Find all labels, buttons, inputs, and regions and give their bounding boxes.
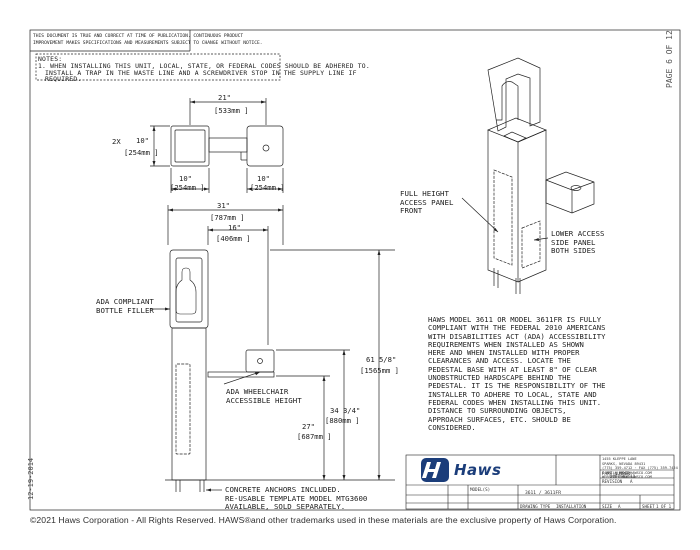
dim-overall-width-mm: [787mm ] — [210, 213, 245, 222]
dim-bottom-right: 10" — [257, 174, 270, 183]
haws-logo-text: Haws — [454, 461, 502, 479]
callout-wheelchair-height: ADA WHEELCHAIR ACCESSIBLE HEIGHT — [226, 387, 302, 405]
top-view — [150, 98, 284, 193]
sheet-value: 1 OF 1 — [656, 504, 672, 509]
notes-heading: NOTES: — [38, 55, 63, 63]
dim-bowl-offset-mm: [406mm ] — [216, 234, 251, 243]
dim-left-depth-mm: [254mm ] — [124, 148, 159, 157]
model-value: 3611 / 3611FR — [525, 491, 561, 496]
sheet-label: SHEET — [642, 504, 655, 509]
disclaimer-line-2: IMPROVEMENT MAKES SPECIFICATIONS AND MEA… — [33, 41, 263, 46]
dim-bowl-offset: 16" — [228, 223, 241, 232]
front-elevation — [150, 205, 395, 492]
dim-knee-clearance-mm: [687mm ] — [297, 432, 332, 441]
isometric-view — [461, 57, 595, 294]
compliance-paragraph: HAWS MODEL 3611 OR MODEL 3611FR IS FULLY… — [428, 315, 606, 432]
dimension-arrows — [152, 100, 539, 492]
part-number-label: PART NUMBER — [602, 471, 630, 476]
drawing-type-value: INSTALLATION — [556, 504, 587, 509]
size-label: SIZE — [602, 504, 613, 509]
dim-left-depth: 10" — [136, 136, 149, 145]
drawing-frame — [29, 29, 681, 511]
dim-left-count: 2X — [112, 137, 121, 146]
dim-overall-height-mm: [1565mm ] — [360, 366, 399, 375]
dim-knee-clearance: 27" — [302, 422, 315, 431]
copyright-footer: ©2021 Haws Corporation - All Rights Rese… — [30, 515, 617, 525]
revision-label: REVISION — [602, 479, 623, 484]
notes-line-1: 1. WHEN INSTALLING THIS UNIT, LOCAL, STA… — [38, 62, 370, 70]
callout-concrete-anchors: CONCRETE ANCHORS INCLUDED. RE-USABLE TEM… — [225, 485, 368, 512]
model-label: MODEL(S) — [470, 487, 491, 492]
notes-box — [35, 53, 281, 81]
dim-bottom-left-mm: [254mm ] — [170, 183, 205, 192]
dim-bottom-left: 10" — [179, 174, 192, 183]
callout-lower-access-panel: LOWER ACCESS SIDE PANEL BOTH SIDES — [551, 229, 605, 256]
drawing-type-label: DRAWING TYPE — [520, 504, 551, 509]
title-block-frame — [405, 454, 675, 510]
notes-line-3: REQUIRED. — [45, 75, 82, 83]
haws-logo-icon — [421, 458, 449, 482]
dim-overall-width: 31" — [217, 201, 230, 210]
size-value: A — [618, 504, 621, 509]
notes-line-2: INSTALL A TRAP IN THE WASTE LINE AND A S… — [45, 69, 357, 77]
page-label: PAGE 6 OF 12 — [665, 30, 674, 88]
callout-full-height-panel: FULL HEIGHT ACCESS PANEL FRONT — [400, 189, 454, 216]
disclaimer-line-1: THIS DOCUMENT IS TRUE AND CORRECT AT TIM… — [33, 34, 244, 39]
dim-bottom-right-mm: [254mm ] — [250, 183, 285, 192]
dim-bowl-height-mm: [880mm ] — [325, 416, 360, 425]
callout-bottle-filler: ADA COMPLIANT BOTTLE FILLER — [96, 297, 154, 315]
dim-top-width-mm: [533mm ] — [214, 106, 249, 115]
company-address: 1455 KLEPPE LANE SPARKS, NEVADA 89431 (7… — [602, 457, 678, 479]
revision-value: A — [630, 479, 633, 484]
date-stamp: 12-19-2014 — [27, 457, 35, 500]
dim-top-width: 21" — [218, 93, 231, 102]
dim-bowl-height: 34 3/4" — [330, 406, 361, 415]
dim-overall-height: 61 5/8" — [366, 355, 397, 364]
part-number-value: 0000003611 — [610, 474, 636, 479]
